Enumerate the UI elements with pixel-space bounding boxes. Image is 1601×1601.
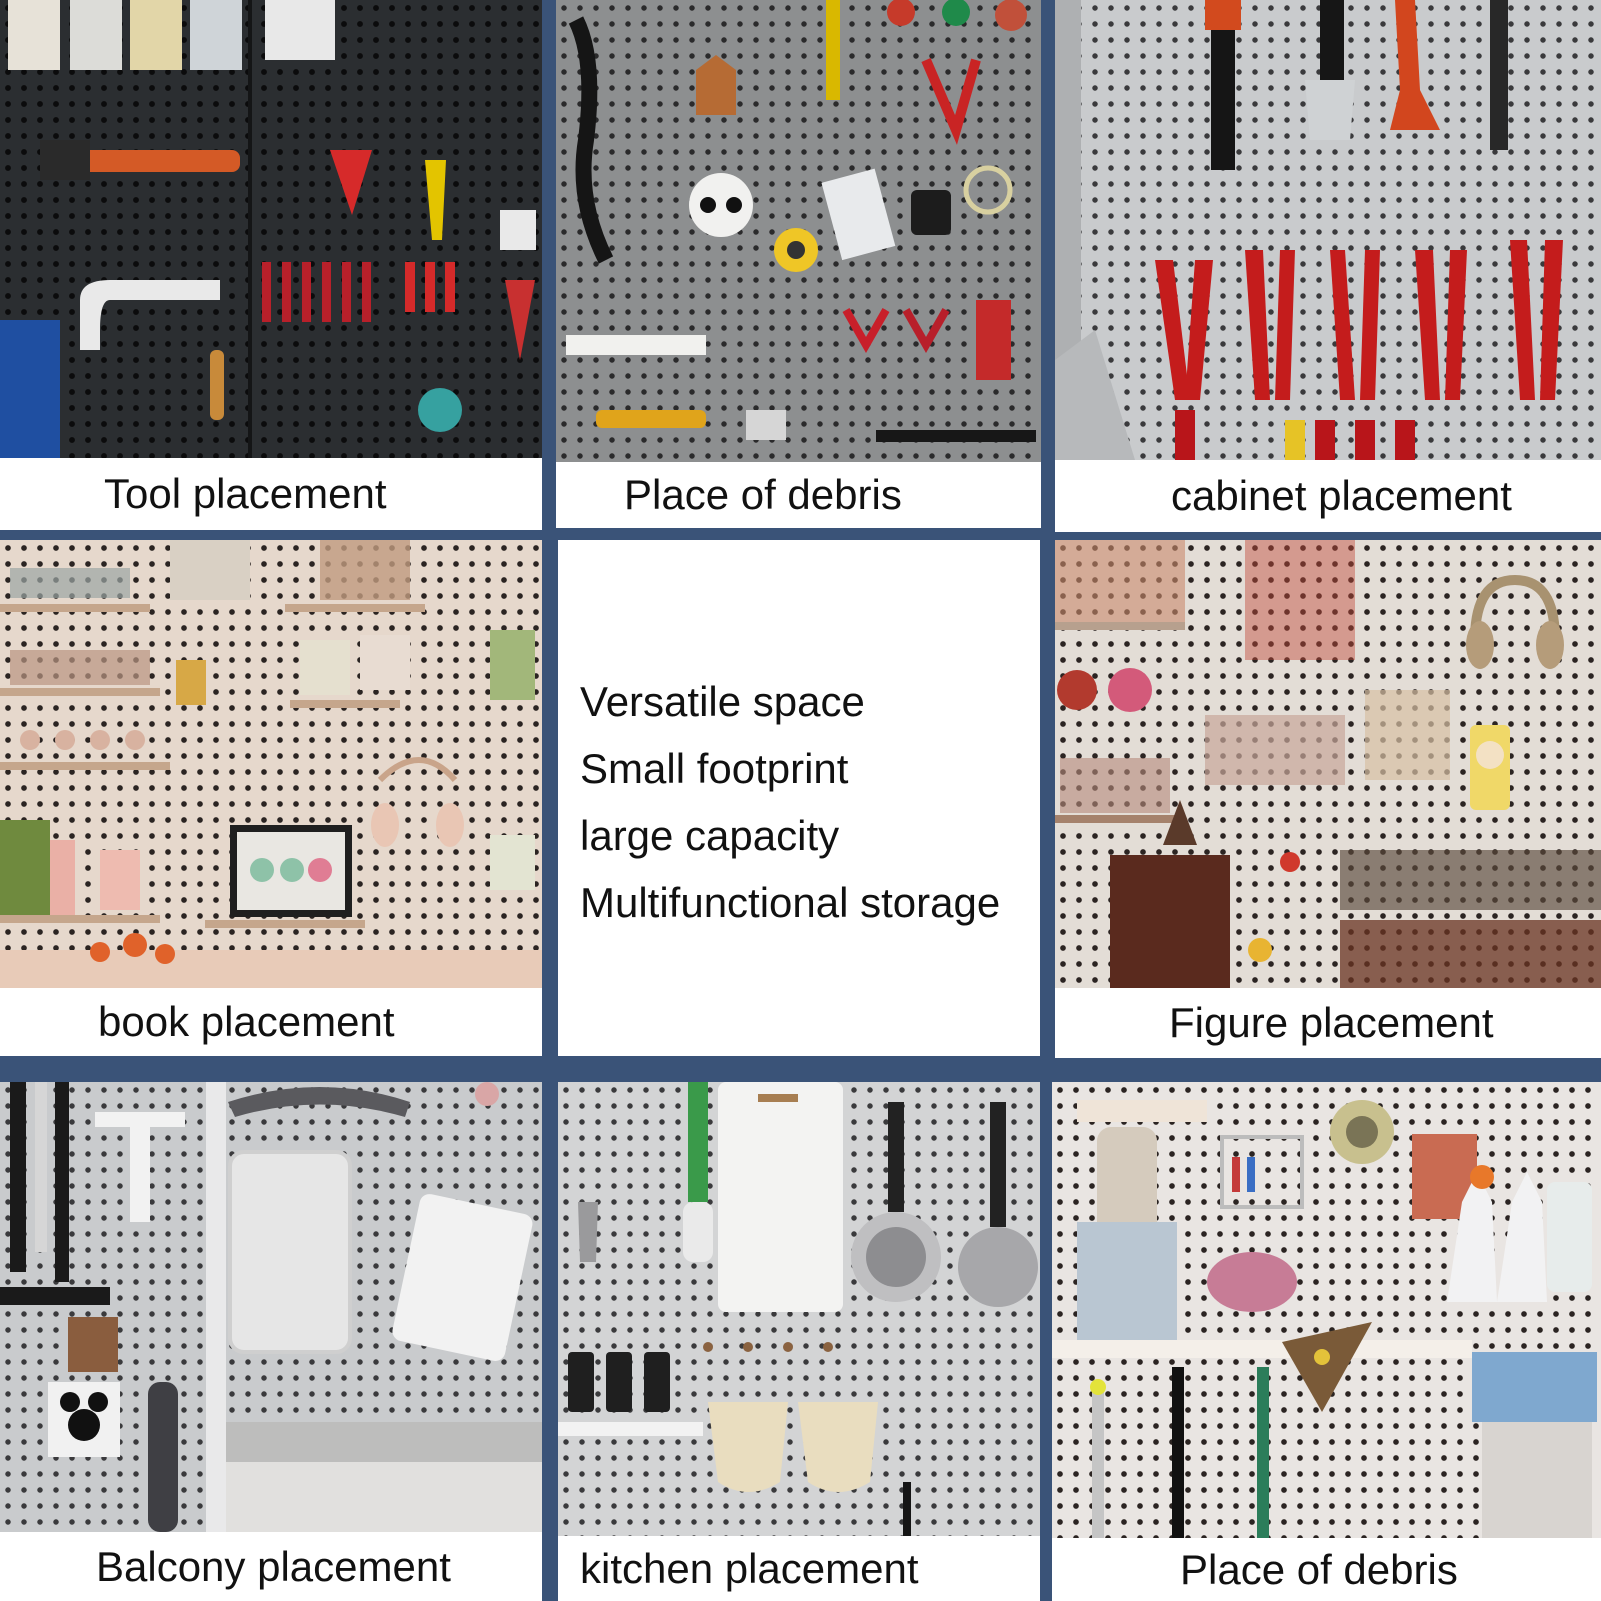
cabinet-photo <box>1055 0 1601 460</box>
caption-debris-1: Place of debris <box>556 462 1041 528</box>
figure-photo <box>1055 540 1601 988</box>
debris-photo-1 <box>556 0 1041 462</box>
kitchen-illustration <box>558 1082 1038 1536</box>
features-panel: Versatile space Small footprint large ca… <box>558 540 1040 1056</box>
debris-2-illustration <box>1052 1100 1597 1538</box>
panel-book-placement: book placement <box>0 540 542 1056</box>
panel-figure-placement: Figure placement <box>1055 540 1601 1058</box>
panel-kitchen-placement: kitchen placement <box>558 1082 1040 1601</box>
feature-small-footprint: Small footprint <box>580 745 849 792</box>
caption-kitchen-placement: kitchen placement <box>558 1536 1040 1601</box>
balcony-photo <box>0 1082 542 1532</box>
caption-balcony-placement: Balcony placement <box>0 1532 542 1601</box>
features-list: Versatile space Small footprint large ca… <box>580 668 1000 936</box>
kitchen-photo <box>558 1082 1040 1536</box>
book-photo <box>0 540 542 988</box>
panel-debris-1: Place of debris <box>556 0 1041 528</box>
caption-figure-placement: Figure placement <box>1055 988 1601 1058</box>
debris-illustration <box>566 0 1036 442</box>
caption-debris-2: Place of debris <box>1052 1538 1601 1601</box>
panel-cabinet-placement: cabinet placement <box>1055 0 1601 532</box>
tools-illustration <box>0 0 536 458</box>
panel-debris-2: Place of debris <box>1052 1082 1601 1601</box>
caption-book-placement: book placement <box>0 988 542 1056</box>
debris-photo-2 <box>1052 1082 1601 1538</box>
caption-cabinet-placement: cabinet placement <box>1055 460 1601 532</box>
feature-versatile-space: Versatile space <box>580 678 865 725</box>
panel-balcony-placement: Balcony placement <box>0 1082 542 1601</box>
tool-photo <box>0 0 542 458</box>
feature-multifunctional-storage: Multifunctional storage <box>580 879 1001 926</box>
feature-large-capacity: large capacity <box>580 812 840 859</box>
cabinet-tools-illustration <box>1055 0 1563 460</box>
figure-illustration <box>1055 540 1601 988</box>
caption-tool-placement: Tool placement <box>0 458 542 530</box>
book-illustration <box>0 540 542 988</box>
panel-tool-placement: Tool placement <box>0 0 542 530</box>
balcony-illustration <box>0 1082 542 1532</box>
